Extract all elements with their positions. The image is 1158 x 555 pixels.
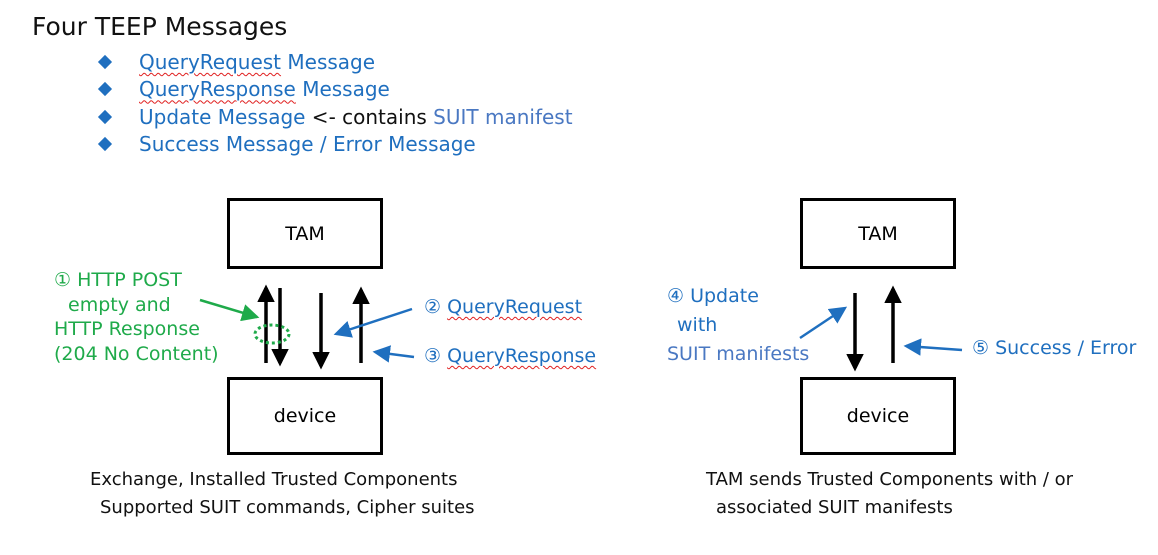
query-response-pointer-arrow (372, 345, 415, 363)
http-post-note: ① HTTP POST empty and HTTP Response (204… (54, 268, 219, 366)
list-item: Update Message <- contains SUIT manifest (97, 103, 573, 131)
left-caption-line-1: Exchange, Installed Trusted Components (90, 469, 458, 490)
device-label: device (846, 405, 910, 427)
success-error-label: ⑤ Success / Error (972, 337, 1137, 359)
update-line: with (677, 314, 718, 336)
message-highlight: SUIT manifest (433, 104, 573, 129)
query-response-label: ③ QueryResponse (424, 345, 596, 367)
right-device-box: device (800, 377, 956, 455)
note-line: ① HTTP POST (54, 269, 182, 291)
device-label: device (273, 405, 337, 427)
message-name: Update Message (139, 104, 306, 129)
update-line: SUIT manifests (667, 343, 810, 365)
message-note: <- contains (305, 104, 434, 129)
list-item: QueryResponse Message (97, 76, 573, 104)
message-suffix: Message (281, 49, 376, 74)
query-request-pointer-arrow (333, 307, 413, 338)
right-caption-line-1: TAM sends Trusted Components with / or (706, 469, 1074, 490)
update-line: ④ Update (667, 285, 759, 307)
query-request-label: ② QueryRequest (424, 296, 582, 318)
note-line: (204 No Content) (54, 342, 219, 365)
update-label: ④ Update with SUIT manifests (667, 282, 809, 369)
step-number: ② (424, 296, 442, 318)
message-list: QueryRequest Message QueryResponse Messa… (97, 48, 573, 159)
left-tam-box: TAM (227, 198, 383, 269)
step-number: ③ (424, 345, 442, 367)
left-device-box: device (227, 377, 383, 455)
left-caption-line-2: Supported SUIT commands, Cipher suites (100, 497, 475, 518)
step-name: QueryRequest (447, 296, 583, 318)
note-line: empty and (68, 293, 171, 316)
success-pointer-arrow (903, 338, 963, 356)
right-caption-line-2: associated SUIT manifests (716, 497, 953, 518)
message-name: QueryRequest (139, 49, 282, 74)
list-item: QueryRequest Message (97, 48, 573, 76)
note-line: HTTP Response (54, 318, 200, 340)
message-suffix: Message (295, 77, 390, 102)
right-tam-box: TAM (800, 198, 956, 269)
step-name: QueryResponse (447, 345, 597, 367)
message-name: QueryResponse (139, 77, 296, 102)
update-pointer-arrow (799, 306, 848, 340)
note-pointer-arrow (199, 298, 260, 322)
list-item: Success Message / Error Message (97, 131, 573, 159)
message-name: Success Message / Error Message (139, 132, 476, 157)
empty-message-ellipse (253, 323, 291, 345)
slide-title: Four TEEP Messages (32, 12, 288, 41)
tam-label: TAM (285, 222, 325, 245)
tam-label: TAM (858, 222, 898, 245)
